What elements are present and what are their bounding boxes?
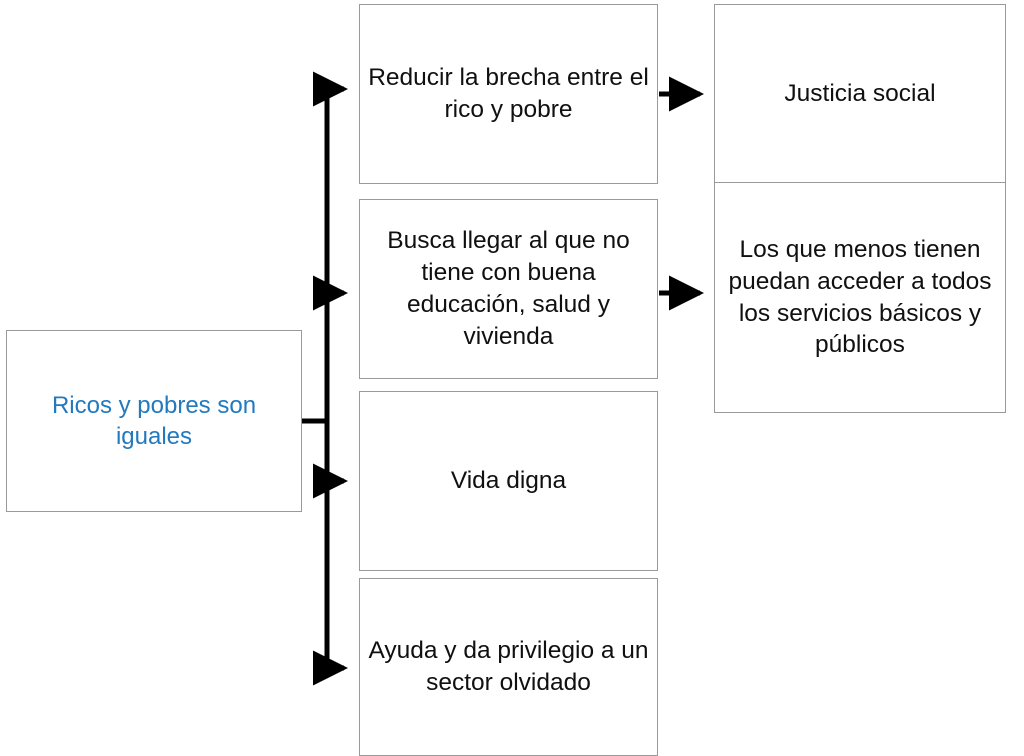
node-mid-4-label: Ayuda y da privilegio a un sector olvida… <box>368 637 649 696</box>
node-right-2-label: Los que menos tienen puedan acceder a to… <box>728 235 992 359</box>
node-mid-3-label: Vida digna <box>450 467 567 495</box>
node-root-ricos-y-pobres-son-iguales[interactable]: Ricos y pobres son iguales <box>6 330 302 512</box>
node-mid-busca-llegar-al-que-no-tiene[interactable]: Busca llegar al que no tiene con buena e… <box>359 199 658 379</box>
node-right-justicia-social[interactable]: Justicia social <box>714 4 1006 183</box>
node-right-servicios-basicos-y-publicos[interactable]: Los que menos tienen puedan acceder a to… <box>714 182 1006 413</box>
node-mid-2-label: Busca llegar al que no tiene con buena e… <box>387 227 630 350</box>
node-mid-ayuda-y-da-privilegio[interactable]: Ayuda y da privilegio a un sector olvida… <box>359 578 658 756</box>
node-right-1-label: Justicia social <box>784 79 936 107</box>
node-root-label: Ricos y pobres son iguales <box>51 391 257 450</box>
node-mid-1-label: Reducir la brecha entre el rico y pobre <box>368 64 649 123</box>
node-mid-vida-digna[interactable]: Vida digna <box>359 391 658 571</box>
node-mid-reducir-la-brecha[interactable]: Reducir la brecha entre el rico y pobre <box>359 4 658 184</box>
